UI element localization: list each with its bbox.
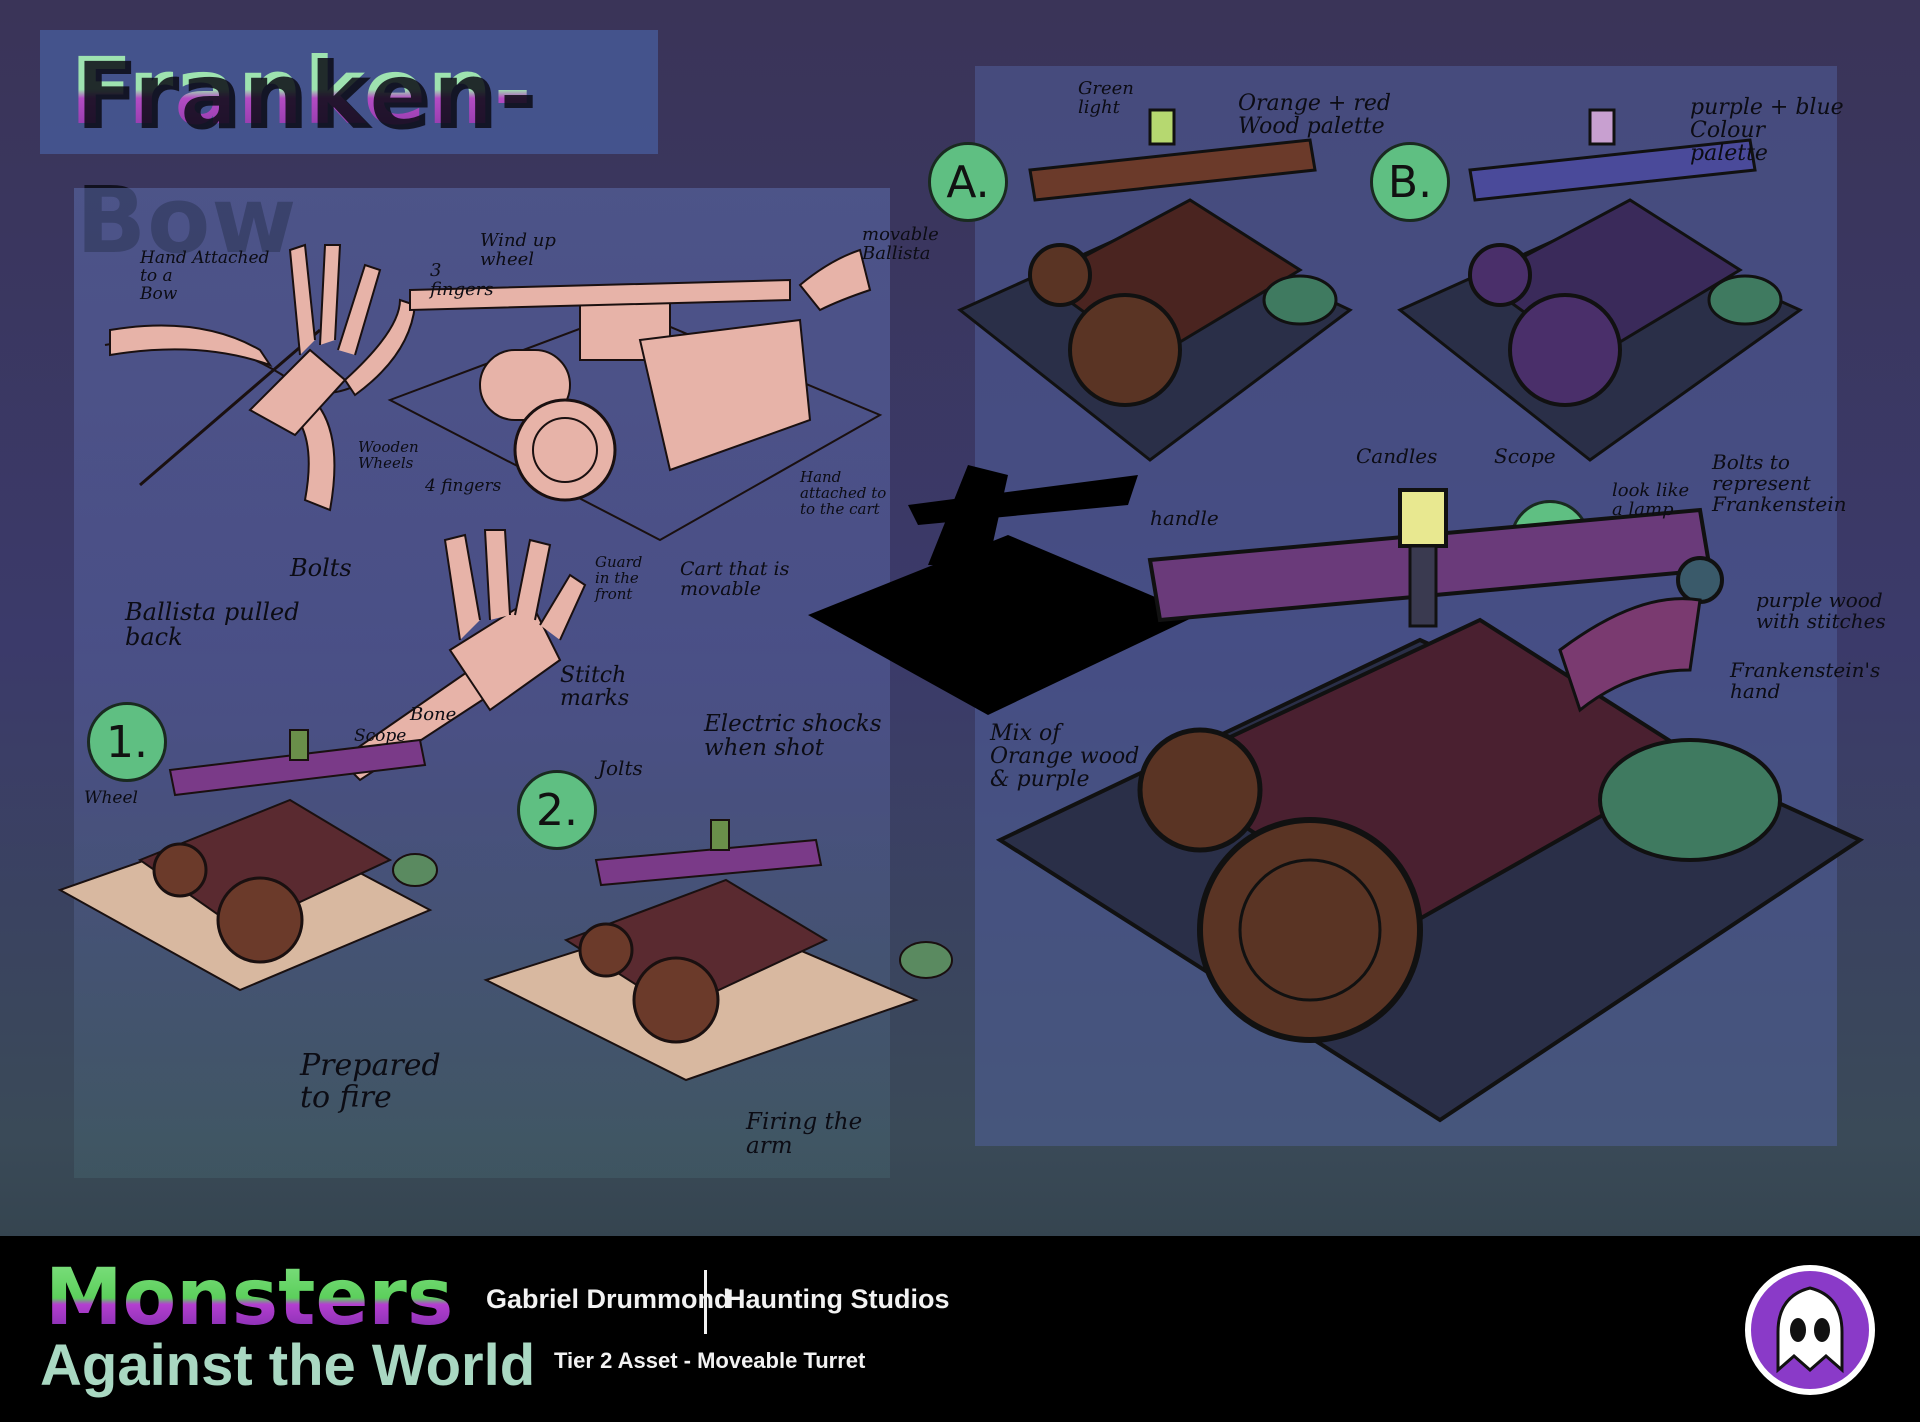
note-three-fingers: 3 fingers [430,260,494,300]
hand-bow-sketch [104,243,417,512]
note-green-light: Green light [1078,78,1134,118]
note-mix-of: Mix of Orange wood & purple [990,721,1140,793]
page-title: Franken-Bow [70,30,670,269]
note-orange-red: Orange + red Wood palette [1238,91,1391,140]
note-handle: handle [1150,506,1219,530]
note-purple-wood: purple wood with stitches [1756,588,1886,633]
badge-variant-1: 1. [87,702,167,782]
footer-divider [704,1270,707,1334]
note-bolts-represent: Bolts to represent Frankenstein [1712,450,1847,516]
note-candles: Candles [1356,444,1438,468]
note-guard-front: Guard in the front [595,553,643,603]
note-pulled-back: Ballista pulled back [125,598,300,652]
turret-variant-2 [483,819,953,1082]
turret-palette-c [995,488,1865,1123]
note-scope-c: Scope [1494,444,1556,468]
note-jolts: Jolts [598,756,643,780]
turret-variant-1 [57,729,438,992]
turret-palette-b [1397,108,1803,462]
studio-name: Haunting Studios [726,1284,950,1314]
game-logo-monsters: Monsters [45,1253,454,1343]
note-wind-up-wheel: Wind up wheel [480,230,556,270]
badge-palette-b: B. [1370,142,1450,222]
note-look-like-lamp: look like a lamp [1612,480,1690,520]
title-banner [40,30,658,154]
studio-logo-icon [1745,1265,1875,1395]
asset-subtitle: Tier 2 Asset - Moveable Turret [554,1348,866,1373]
note-bolts: Bolts [290,554,352,582]
badge-palette-a: A. [928,142,1008,222]
note-stitch-marks: Stitch marks [560,663,630,712]
note-bone: Bone [410,704,457,725]
note-movable-ballista: movable Ballista [862,224,939,264]
note-four-fingers: 4 fingers [425,476,502,496]
badge-variant-2: 2. [517,770,597,850]
note-cart-movable: Cart that is movable [680,558,790,600]
note-wooden-wheels: Wooden Wheels [358,438,419,472]
note-purple-blue: purple + blue Colour palette [1690,95,1844,167]
note-wheel: Wheel [84,788,138,808]
note-hand-attached: Hand Attached to a Bow [140,248,270,304]
note-firing-arm: Firing the arm [746,1109,863,1160]
note-electric-shocks: Electric shocks when shot [704,711,882,762]
note-scope-1: Scope [354,726,407,746]
turret-silhouette [808,465,1198,715]
author-name: Gabriel Drummond [486,1284,731,1314]
footer-bar [0,1236,1920,1422]
note-hand-attached-cart: Hand attached to to the cart [800,468,887,518]
ballista-cart-sketch [387,248,883,542]
note-frank-hand: Frankenstein's hand [1730,658,1881,703]
note-prepared-to-fire: Prepared to fire [300,1048,441,1115]
game-logo-subtitle: Against the World [40,1333,536,1398]
turret-palette-a [957,108,1353,462]
